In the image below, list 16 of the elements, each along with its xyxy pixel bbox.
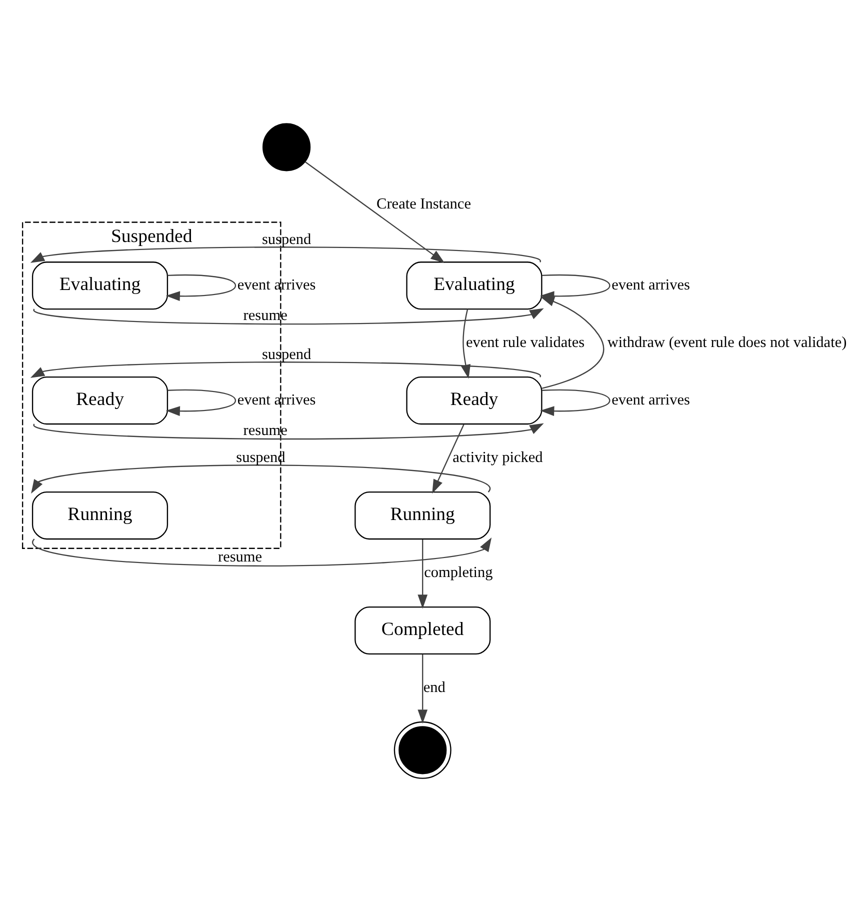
edge-label: event arrives [612,391,690,408]
edge-label: event arrives [237,276,316,294]
edge-label: activity picked [452,448,543,466]
edge-label: resume [218,548,262,566]
edge-label: Create Instance [376,195,471,212]
edge-label: end [423,678,446,696]
edge-label: event rule validates [466,334,585,351]
edge-label: suspend [236,448,286,466]
edge-label: event arrives [237,391,316,408]
edge-label: event arrives [612,276,690,294]
edge-label: completing [424,563,493,580]
edge-label: resume [243,306,288,324]
edge-label: suspend [262,230,312,248]
edge-label: resume [243,421,288,438]
edge-label: withdraw (event rule does not validate) [607,334,847,351]
edge-label: suspend [262,345,312,362]
